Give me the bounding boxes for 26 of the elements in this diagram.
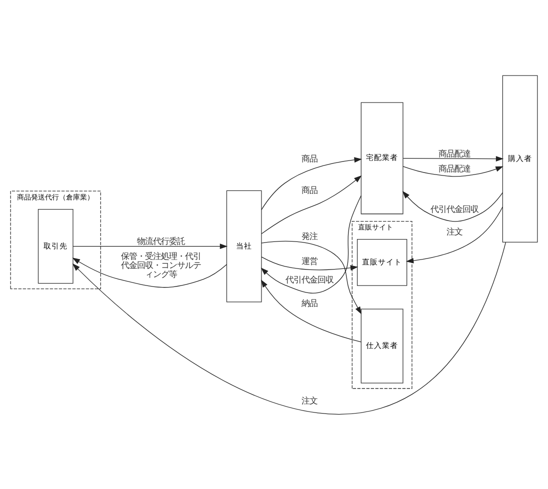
edge-label: 発注 [301, 230, 318, 240]
edge-label: 代引代金回収 [430, 203, 479, 214]
arrow [260, 194, 362, 293]
arrow [261, 240, 362, 314]
arrow [402, 166, 504, 176]
arrow [72, 241, 506, 414]
edge-label: 物流代行委託 [137, 236, 186, 246]
edge-label: 商品配達 [438, 148, 471, 158]
edge-label: 注文 [301, 395, 318, 406]
arrow [402, 190, 503, 222]
arrow [261, 156, 362, 210]
edge-label: 商品配達 [438, 162, 471, 173]
edge-label: 運営 [301, 255, 318, 266]
arrow [261, 256, 358, 270]
edge-label: 商品 [301, 153, 318, 164]
arrow [261, 174, 362, 234]
edge-label: 代引代金回収 [285, 274, 334, 284]
arrow [402, 156, 504, 161]
arrow [72, 257, 227, 288]
arrow [72, 243, 228, 249]
edge-label: 注文 [446, 226, 463, 236]
edge-label: 納品 [301, 297, 318, 308]
edge-label: 商品 [301, 184, 318, 195]
edge-label: 保管・受注処理・代引代金回収・コンサルティング等 [121, 250, 202, 278]
arrow [260, 279, 362, 342]
arrow [406, 206, 503, 263]
